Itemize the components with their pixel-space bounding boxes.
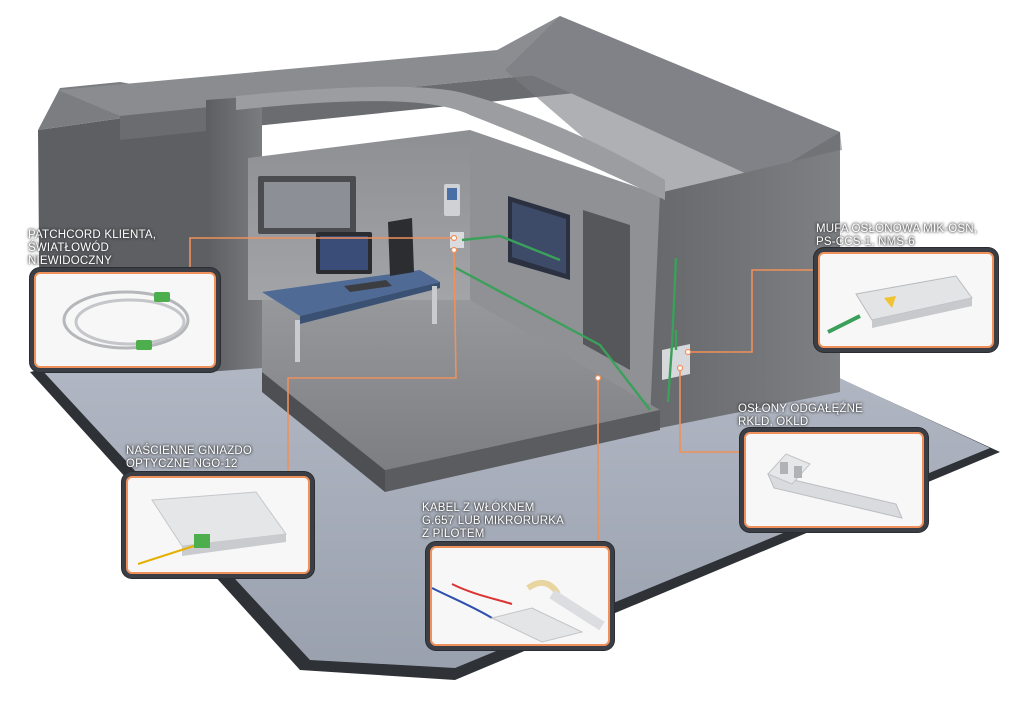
patchcord-cable-image <box>62 290 190 350</box>
oslony-image-panel <box>744 432 924 528</box>
branch-cover-image <box>767 453 903 519</box>
kabel-label-line1: KABEL Z WŁÓKNEM <box>422 502 535 514</box>
leader-endpoints <box>450 234 692 382</box>
mufa-label-line2: PS-CCS-1, NMS-6 <box>816 236 915 248</box>
patchcord-label: PATCHCORD KLIENTA, ŚWIATŁOWÓD NIEWIDOCZN… <box>28 229 156 268</box>
closure-housing-image <box>827 275 973 334</box>
patchcord-label-line1: PATCHCORD KLIENTA, <box>28 229 157 241</box>
mufa-label-line1: MUFA OSŁONOWA MIK-OSN, <box>816 223 978 235</box>
oslony-label-line2: RKLD, OKLD <box>738 416 809 428</box>
gniazdo-label-line2: OPTYCZNE NGO-12 <box>126 458 238 470</box>
patchcord-label-line2: ŚWIATŁOWÓD <box>28 242 110 254</box>
gniazdo-label: NAŚCIENNE GNIAZDO OPTYCZNE NGO-12 <box>126 445 252 471</box>
kabel-label-line3: Z PILOTEM <box>422 528 485 540</box>
kabel-label: KABEL Z WŁÓKNEM G.657 LUB MIKRORURKA Z P… <box>422 502 564 541</box>
callout-leader-lines <box>189 237 818 548</box>
patchcord-image-panel <box>34 272 216 368</box>
wall-socket-image <box>137 491 287 565</box>
patchcord-label-line3: NIEWIDOCZNY <box>28 255 112 267</box>
mufa-label: MUFA OSŁONOWA MIK-OSN, PS-CCS-1, NMS-6 <box>816 223 977 249</box>
kabel-label-line2: G.657 LUB MIKRORURKA <box>422 515 565 527</box>
mufa-image-panel <box>818 252 994 348</box>
fiber-route <box>455 234 678 411</box>
oslony-label-line1: OSŁONY ODGAŁĘŹNE <box>738 403 864 415</box>
kabel-image-panel <box>430 546 610 646</box>
oslony-label: OSŁONY ODGAŁĘŹNE RKLD, OKLD <box>738 403 863 429</box>
gniazdo-label-line1: NAŚCIENNE GNIAZDO <box>126 445 253 457</box>
fiber-cable-image <box>432 579 605 643</box>
building-shell <box>38 16 842 430</box>
gniazdo-image-panel <box>126 476 310 574</box>
